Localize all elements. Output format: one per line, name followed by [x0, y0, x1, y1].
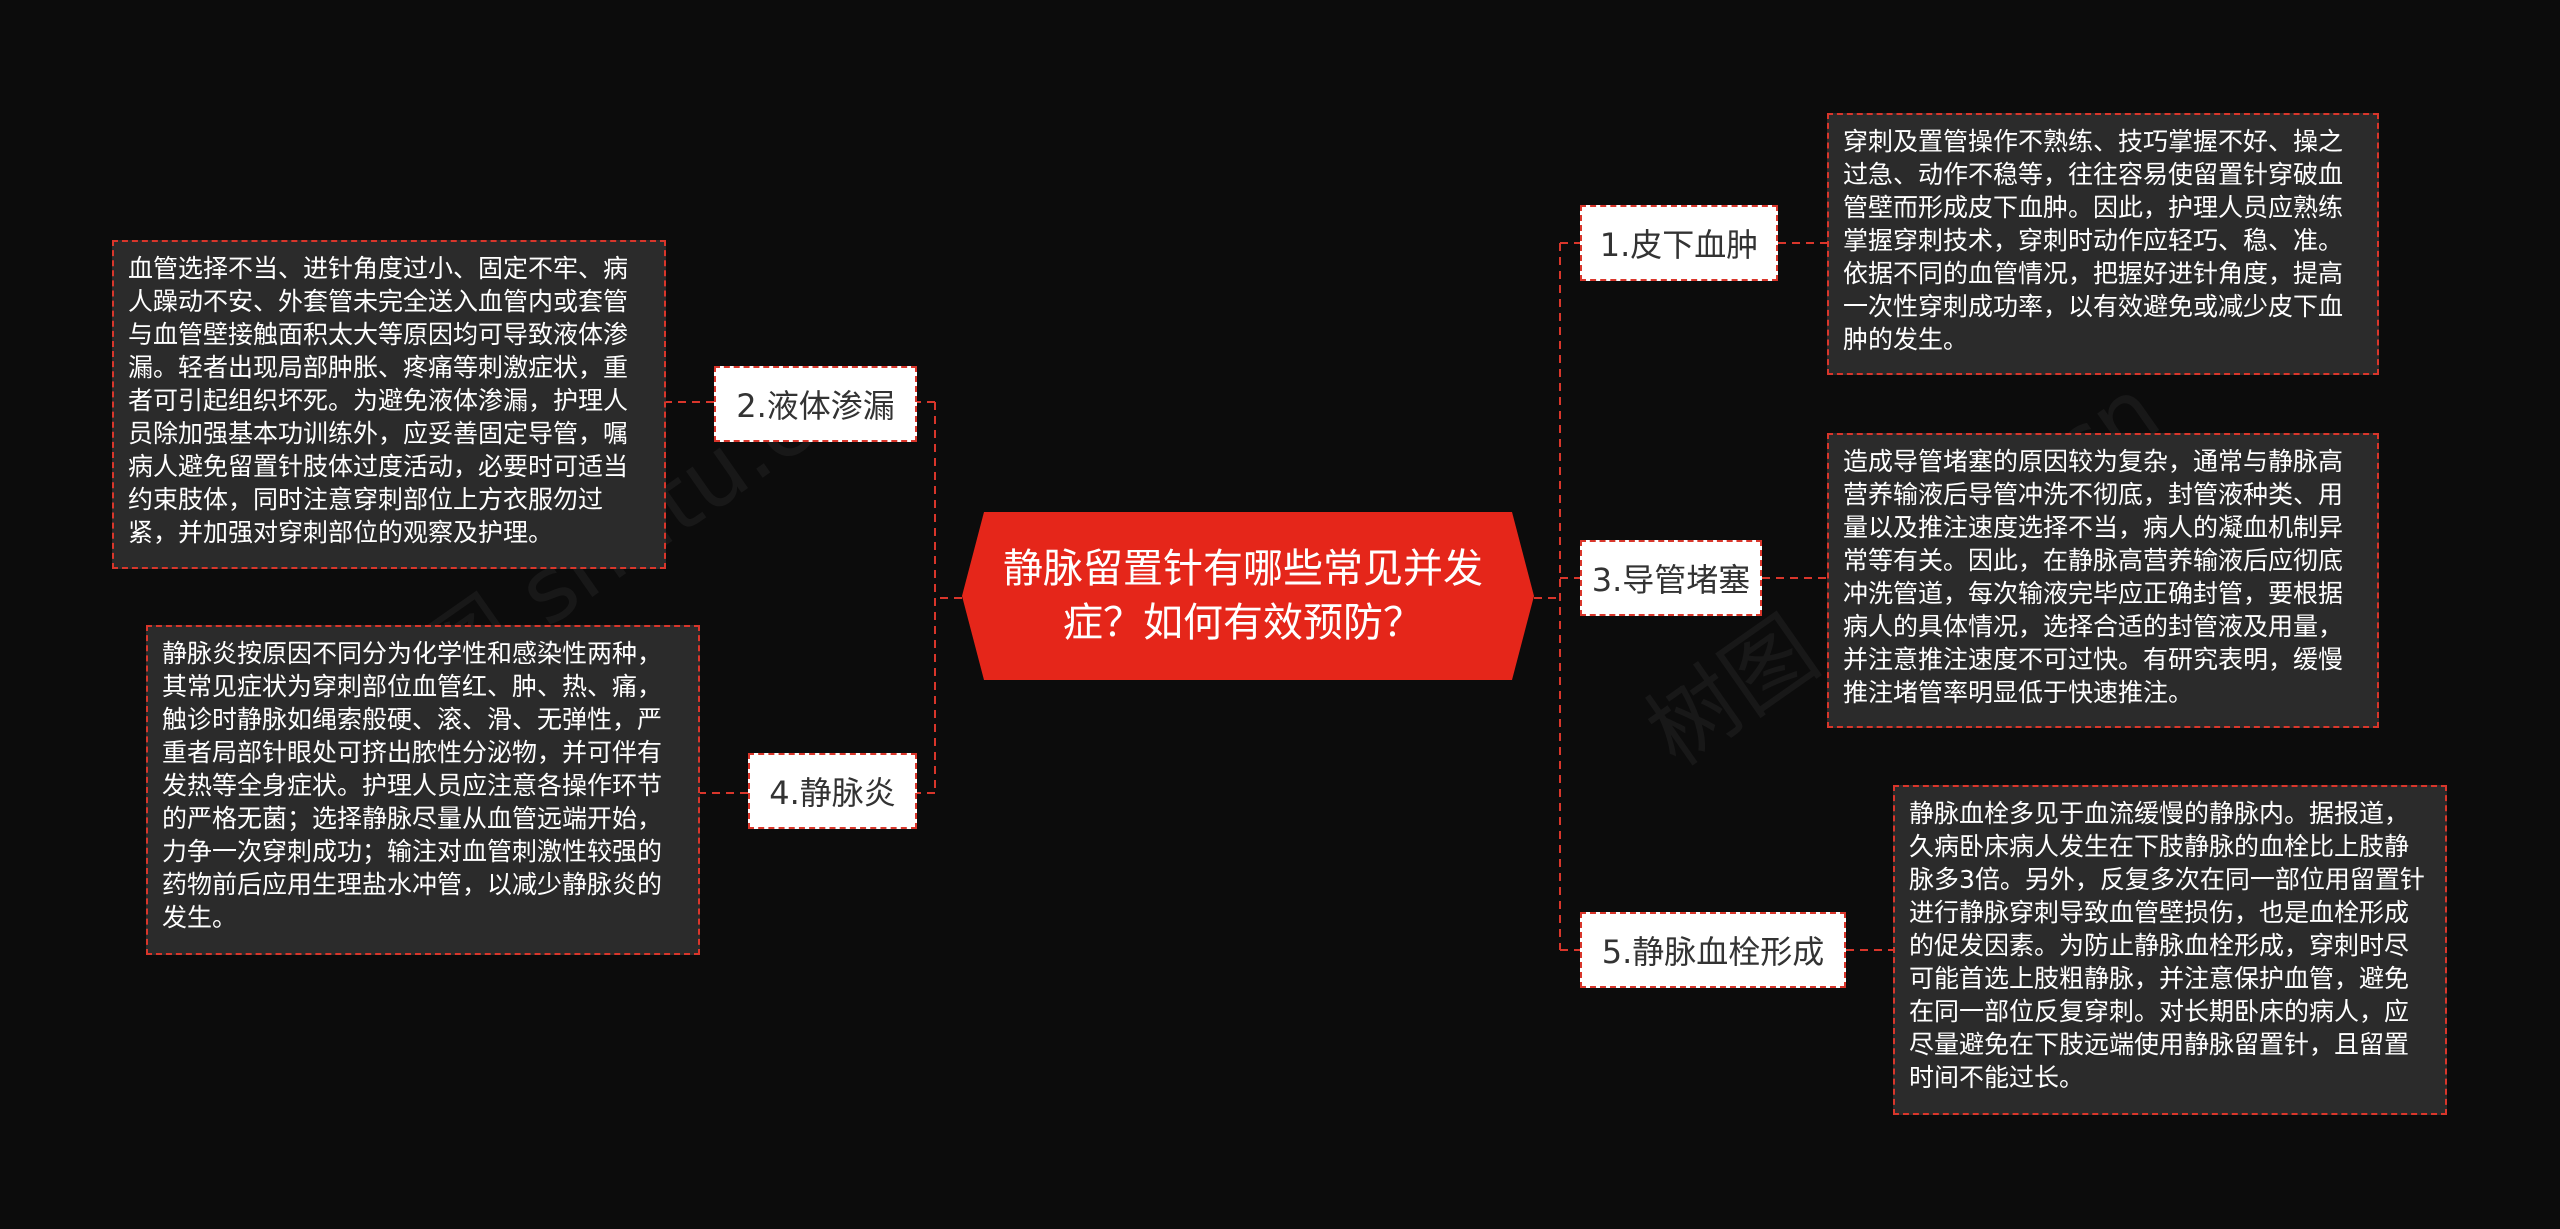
root-title: 静脉留置针有哪些常见并发症？如何有效预防？: [1003, 546, 1483, 646]
branch-subcutaneous-hematoma[interactable]: 1.皮下血肿: [1580, 205, 1778, 281]
detail-phlebitis: 静脉炎按原因不同分为化学性和感染性两种，其常见症状为穿刺部位血管红、肿、热、痛，…: [146, 625, 700, 955]
branch-phlebitis[interactable]: 4.静脉炎: [748, 753, 917, 829]
detail-subcutaneous-hematoma: 穿刺及置管操作不熟练、技巧掌握不好、操之过急、动作不稳等，往往容易使留置针穿破血…: [1827, 113, 2379, 375]
root-topic[interactable]: 静脉留置针有哪些常见并发症？如何有效预防？: [962, 512, 1534, 680]
root-shape: [962, 512, 1534, 680]
branch-fluid-leakage[interactable]: 2.液体渗漏: [714, 366, 917, 442]
detail-fluid-leakage: 血管选择不当、进针角度过小、固定不牢、病人躁动不安、外套管未完全送入血管内或套管…: [112, 240, 666, 569]
detail-catheter-blockage: 造成导管堵塞的原因较为复杂，通常与静脉高营养输液后导管冲洗不彻底，封管液种类、用…: [1827, 433, 2379, 728]
detail-venous-thrombosis: 静脉血栓多见于血流缓慢的静脉内。据报道，久病卧床病人发生在下肢静脉的血栓比上肢静…: [1893, 785, 2447, 1115]
branch-catheter-blockage[interactable]: 3.导管堵塞: [1580, 540, 1762, 616]
branch-venous-thrombosis[interactable]: 5.静脉血栓形成: [1580, 912, 1846, 988]
